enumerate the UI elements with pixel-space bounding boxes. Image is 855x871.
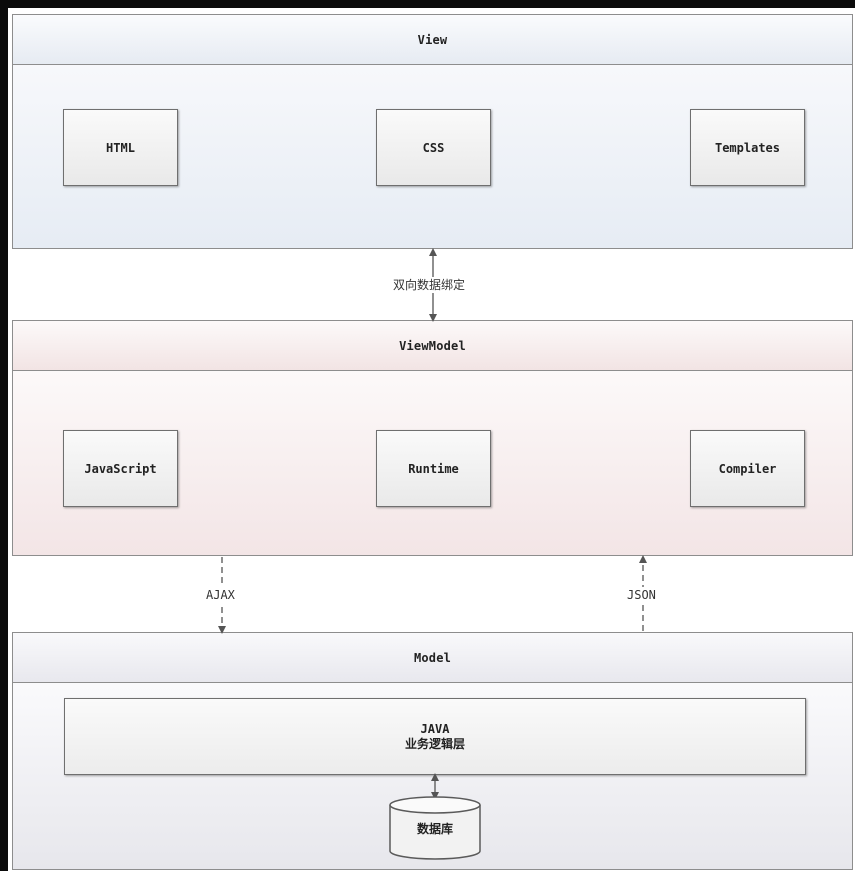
javascript-component: JavaScript <box>63 430 178 507</box>
model-layer-title: Model <box>13 633 852 683</box>
compiler-component: Compiler <box>690 430 805 507</box>
templates-component: Templates <box>690 109 805 186</box>
database-icon <box>389 796 481 860</box>
ajax-label: AJAX <box>204 587 237 603</box>
business-logic-line2: 业务逻辑层 <box>404 736 465 751</box>
viewmodel-layer-title: ViewModel <box>13 321 852 371</box>
two-way-binding-label: 双向数据绑定 <box>391 277 468 293</box>
view-layer-title: View <box>13 15 852 65</box>
runtime-component: Runtime <box>376 430 491 507</box>
business-logic-line1: JAVA <box>420 721 450 736</box>
html-component: HTML <box>63 109 178 186</box>
database-label: 数据库 <box>416 821 453 836</box>
css-component: CSS <box>376 109 491 186</box>
business-logic-box: JAVA 业务逻辑层 <box>64 698 806 775</box>
json-label: JSON <box>625 587 658 603</box>
